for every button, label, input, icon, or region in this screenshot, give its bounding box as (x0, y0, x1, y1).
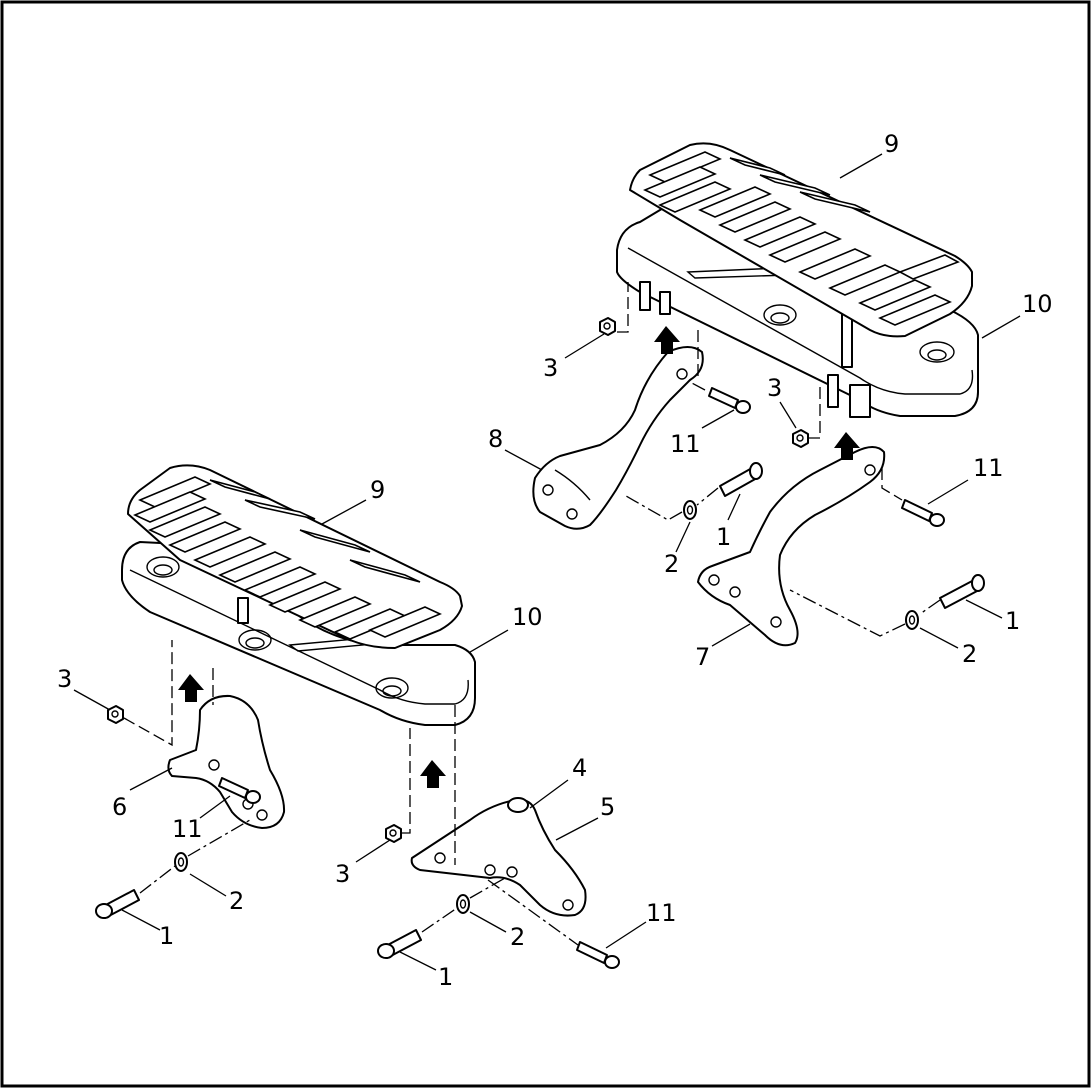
upper-right-floorboard-assembly (504, 142, 1021, 649)
callout-10-lower: 10 (512, 603, 543, 631)
callout-2-lower-left: 2 (229, 887, 244, 915)
callout-8: 8 (488, 425, 503, 453)
callout-7: 7 (695, 643, 710, 671)
callout-3-upper-left: 3 (543, 354, 558, 382)
callout-10-upper: 10 (1022, 290, 1053, 318)
bracket-4-5 (410, 797, 587, 917)
washer-2-upper-left (683, 500, 697, 520)
callout-11-upper-right: 11 (973, 454, 1004, 482)
callout-11-lower-right: 11 (646, 899, 677, 927)
callout-3-lower-left: 3 (57, 665, 72, 693)
bracket-8 (532, 346, 704, 530)
washer-2-lower-left (174, 852, 188, 872)
nut-3-lower-left (107, 705, 124, 724)
bolt-1-upper-left (719, 462, 763, 497)
callout-1-upper-right: 1 (1005, 607, 1020, 635)
washer-2-upper-right (905, 610, 919, 630)
screw-11-lower-right (576, 941, 620, 969)
up-arrow-icon (420, 760, 446, 788)
bolt-1-lower-right (377, 929, 422, 959)
callout-1-upper-left: 1 (716, 523, 731, 551)
callout-9-upper: 9 (884, 130, 899, 158)
screw-11-lower-left (218, 777, 261, 804)
up-arrow-icon (654, 326, 680, 354)
bolt-1-lower-left (95, 889, 140, 919)
callout-11-lower-left: 11 (172, 815, 203, 843)
bracket-6 (167, 694, 286, 829)
rubber-footboard-pad-upper (629, 142, 973, 338)
lower-left-floorboard-assembly (73, 464, 647, 971)
callout-2-upper-right: 2 (962, 640, 977, 668)
nut-3-upper-left (599, 317, 616, 336)
callout-5: 5 (600, 793, 615, 821)
washer-2-lower-right (456, 894, 470, 914)
screw-11-upper-right (901, 499, 945, 527)
callout-labels: 9 10 3 3 11 8 1 2 11 1 2 7 9 10 3 6 11 2… (57, 130, 1053, 991)
callout-1-lower-right: 1 (438, 963, 453, 991)
pivot-knob-4 (507, 797, 529, 813)
callout-2-upper-left: 2 (664, 550, 679, 578)
callout-9-lower: 9 (370, 476, 385, 504)
callout-4: 4 (572, 754, 587, 782)
nut-3-lower-right (385, 824, 402, 843)
callout-2-lower-right: 2 (510, 923, 525, 951)
callout-3-upper-right: 3 (767, 374, 782, 402)
rubber-footboard-pad-lower (127, 464, 463, 649)
nut-3-upper-right (792, 429, 809, 448)
bracket-7 (697, 446, 886, 647)
callout-11-upper-left: 11 (670, 430, 701, 458)
up-arrow-icon (178, 674, 204, 702)
callout-3-lower-right: 3 (335, 860, 350, 888)
up-arrow-icon (834, 432, 860, 460)
callout-6: 6 (112, 793, 127, 821)
bolt-1-upper-right (939, 574, 985, 609)
screw-11-upper-left (708, 387, 751, 414)
callout-1-lower-left: 1 (159, 922, 174, 950)
